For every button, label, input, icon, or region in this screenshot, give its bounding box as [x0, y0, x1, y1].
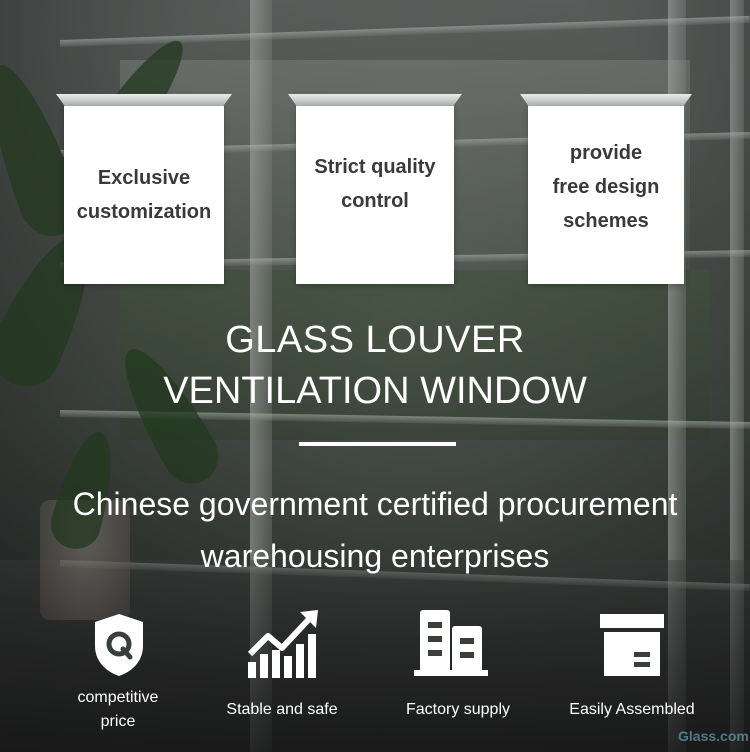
card-hanger [520, 94, 692, 106]
feature-label: competitive price [77, 689, 159, 730]
card-text: provide free design schemes [552, 142, 660, 232]
growth-chart-icon [246, 608, 322, 680]
shield-q-icon [91, 612, 147, 678]
card-text: Strict quality control [314, 156, 436, 212]
card-hanger [288, 94, 462, 106]
watermark: Glass.com [678, 728, 749, 744]
feature-stable-and-safe: Stable and safe [216, 698, 348, 722]
subtitle-line-1: Chinese government certified procurement [72, 486, 678, 522]
subtitle-line-2: warehousing enterprises [200, 538, 550, 574]
card-body: Strict quality control [296, 106, 454, 284]
card-body: Exclusive customization [64, 106, 224, 284]
title-divider [299, 442, 456, 446]
feature-factory-supply: Factory supply [392, 698, 524, 722]
page-title-line-1: GLASS LOUVER [225, 319, 525, 361]
card-body: provide free design schemes [528, 106, 684, 284]
feature-label: Easily Assembled [569, 701, 695, 718]
card-hanger [56, 94, 232, 106]
factory-building-icon [414, 608, 488, 678]
feature-label: Stable and safe [226, 701, 338, 718]
page-title-line-2: VENTILATION WINDOW [163, 370, 587, 412]
feature-easily-assembled: Easily Assembled [562, 698, 702, 722]
card-text: Exclusive customization [76, 167, 212, 223]
feature-competitive-price: competitive price [62, 686, 174, 734]
feature-label: Factory supply [405, 701, 511, 718]
package-box-icon [600, 612, 664, 678]
